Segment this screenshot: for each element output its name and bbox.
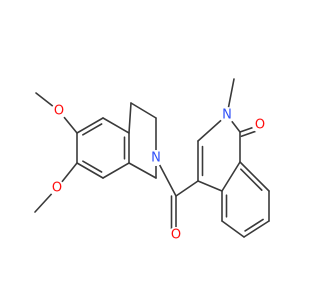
bond-q6-q7 [243,220,270,238]
bond-q8a-q4a [221,161,241,192]
atom-label-O3: O [171,228,181,243]
bond-q4a-q4 [197,180,223,192]
bond-c5-c6 [76,162,104,179]
bond-q6-q7-inner [244,218,264,232]
atom-O1-background [51,103,67,119]
bond-c10-c4 [128,162,157,179]
bond-c1-c2-inner [82,123,103,136]
atom-label-O2: O [52,181,62,196]
atom-label-N1: N [151,151,161,166]
atom-N2-background [219,107,235,123]
bond-c2-c3 [102,117,130,134]
molecule-structure: O O N N O O [34,78,270,243]
atom-label-layer: O O N N O O [49,103,268,243]
atom-O3-background [168,227,184,243]
atom-label-N2: N [222,108,232,123]
bond-q8-q8a [239,161,270,192]
structure-canvas: O O N N O O [34,78,270,243]
atom-O2-background [49,180,65,196]
bond-cC-q4 [175,180,199,197]
bond-c4-c5 [102,162,130,179]
bond-c3-c7 [128,102,132,134]
bond-layer [34,78,270,238]
bond-c5-c6-inner [82,160,103,173]
atom-label-O1: O [54,104,64,119]
bond-c7-c8 [130,102,157,119]
atom-label-O4: O [255,118,265,133]
atom-N1-background [148,150,164,166]
bond-c1-c2 [76,117,104,134]
bond-q5-q6 [221,220,245,238]
atom-O4-background [252,117,268,133]
bond-q8-q8a-inner [240,168,263,191]
